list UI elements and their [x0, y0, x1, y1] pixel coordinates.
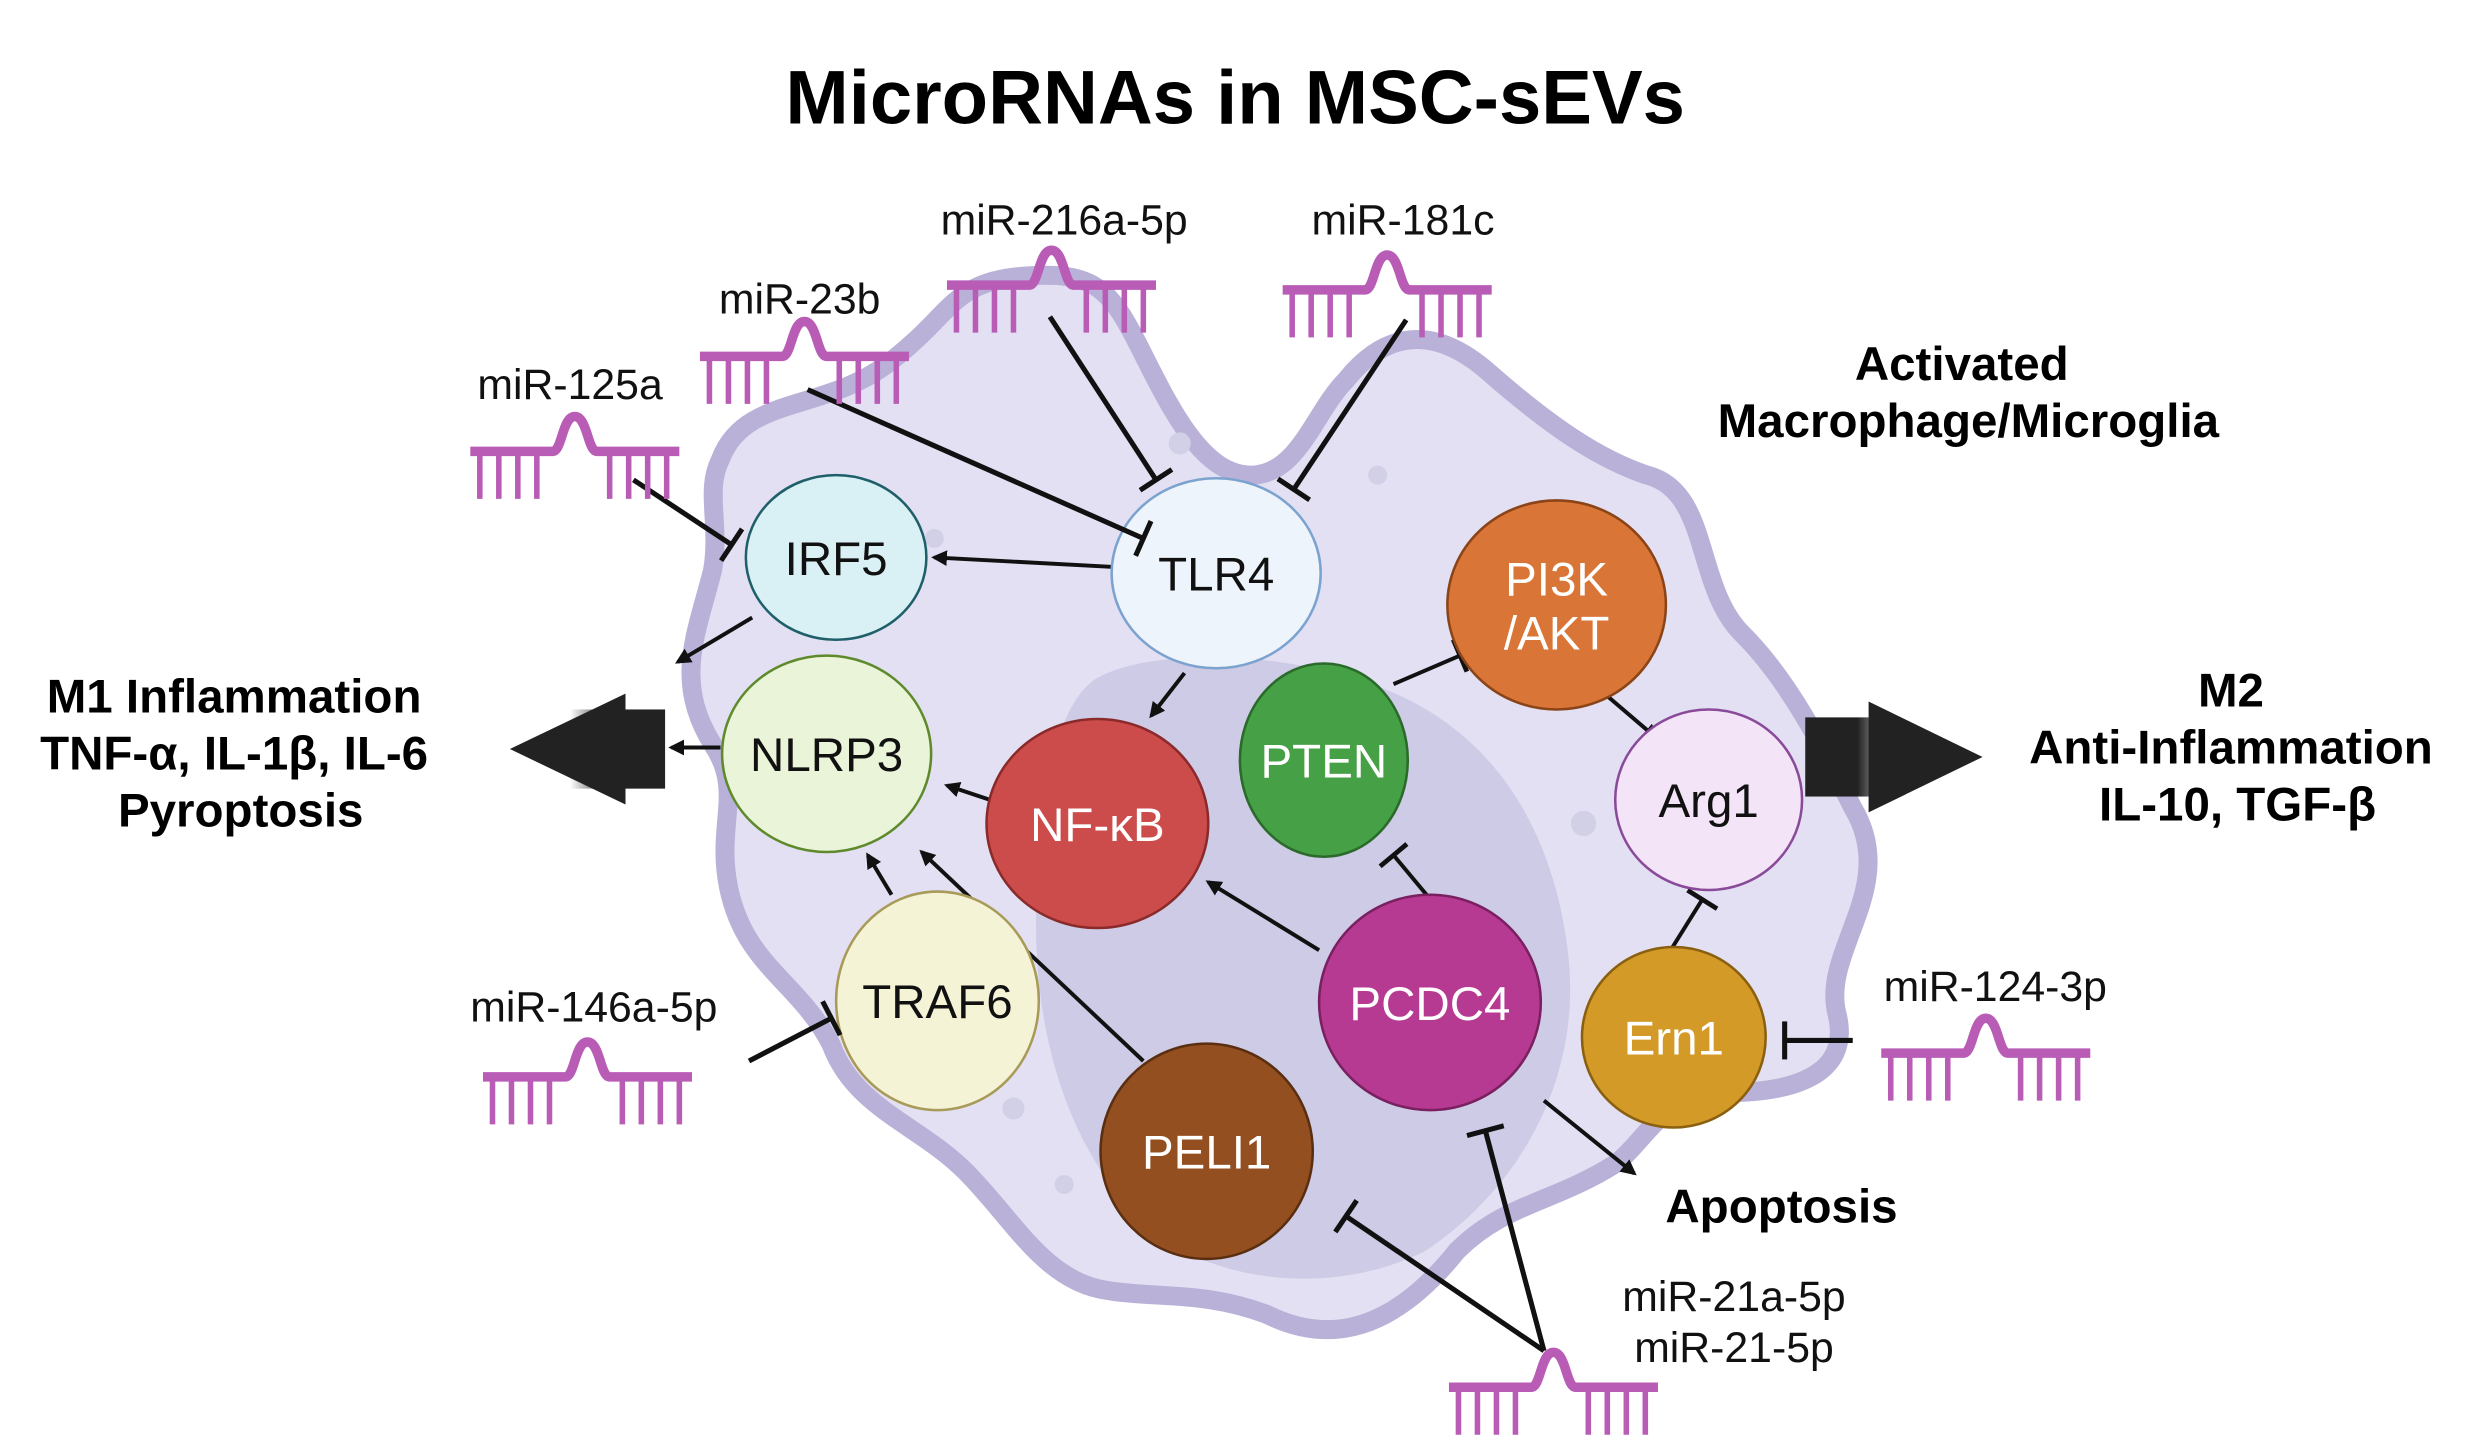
- m1-line-1: M1 Inflammation: [47, 671, 422, 724]
- node-shape: [720, 654, 933, 854]
- node-traf6: TRAF6: [834, 890, 1041, 1112]
- mirna-label: miR-23b: [719, 276, 881, 324]
- edge-peli1-to-nlrp3: [919, 849, 1145, 1063]
- mirna-label: miR-146a-5p: [470, 983, 717, 1031]
- mirna-mir-216a-5p: miR-216a-5p: [941, 196, 1188, 493]
- inhibition-line: [806, 387, 1145, 541]
- edge-pcdc4-to-apoptosis: [1542, 1099, 1637, 1176]
- edge-tlr4-to-nfkb: [1149, 671, 1187, 719]
- mirna-hairpin-icon: [470, 417, 679, 499]
- node-label: IRF5: [785, 533, 888, 586]
- node-shape: [834, 890, 1041, 1112]
- cell-label-line-2: Macrophage/Microglia: [1718, 395, 2220, 448]
- inhibition-line: [1047, 315, 1159, 482]
- node-label: NLRP3: [750, 729, 903, 782]
- mirna-label: miR-181c: [1312, 196, 1495, 244]
- edge-ern1-to-arg1: [1668, 898, 1704, 952]
- pathway-edges: [668, 550, 1719, 1176]
- mirna-hairpin-icon: [1449, 1352, 1658, 1434]
- mirna-label: miR-216a-5p: [941, 196, 1188, 244]
- node-shape: [1317, 893, 1543, 1112]
- node-shape: [1446, 499, 1668, 711]
- inhibition-line: [1344, 1214, 1546, 1353]
- m1-line-3: Pyroptosis: [118, 785, 363, 838]
- inhibit-bar: [719, 527, 745, 563]
- inhibit-bar: [1466, 1123, 1505, 1139]
- m1-output-arrow: [509, 693, 666, 805]
- inhibition-line: [747, 1015, 833, 1064]
- inhibit-bar: [820, 1000, 843, 1037]
- mirna-label: miR-21a-5p: [1622, 1273, 1845, 1321]
- node-label: TRAF6: [862, 976, 1012, 1029]
- mirna-hairpin-icon: [1283, 255, 1492, 337]
- node-label: PCDC4: [1349, 978, 1510, 1031]
- cell-label-line-1: Activated: [1855, 338, 2069, 391]
- node-tlr4: TLR4: [1110, 476, 1322, 670]
- node-label: PI3K: [1505, 553, 1608, 606]
- edge-irf5-to-nlrp3: [675, 615, 754, 664]
- node-pcdc4: PCDC4: [1317, 893, 1543, 1112]
- node-shape: [1613, 708, 1804, 892]
- node-arg1: Arg1: [1613, 708, 1804, 892]
- mirna-label: miR-124-3p: [1884, 963, 2107, 1011]
- mirna-mir-23b: miR-23b: [700, 276, 1154, 557]
- node-label: Ern1: [1624, 1013, 1724, 1066]
- inhibit-bar: [1276, 476, 1311, 502]
- m2-output-arrow: [1805, 701, 1983, 813]
- m1-output-label: M1 Inflammation TNF-α, IL-1β, IL-6 Pyrop…: [40, 671, 441, 838]
- node-pi3k: PI3K/AKT: [1446, 499, 1668, 711]
- inhibit-bar: [1138, 467, 1174, 493]
- node-shape: [744, 473, 928, 642]
- mirna-hairpin-icon: [483, 1042, 692, 1124]
- node-peli1: PELI1: [1099, 1042, 1315, 1261]
- diagram-title: MicroRNAs in MSC-sEVs: [785, 56, 1684, 141]
- inhibition-line: [1482, 1130, 1547, 1352]
- m2-line-2: Anti-Inflammation: [2029, 721, 2433, 774]
- edge-pcdc4-to-nfkb: [1205, 880, 1321, 952]
- node-nfkb: NF-κB: [985, 717, 1210, 930]
- m1-line-2: TNF-α, IL-1β, IL-6: [40, 728, 428, 781]
- mirna-group: miR-125a miR-23b miR-216a-5p miR-181c miR-14…: [470, 196, 2107, 1434]
- node-label: NF-κB: [1030, 799, 1165, 852]
- m2-line-1: M2: [2198, 664, 2264, 717]
- node-label: Arg1: [1658, 775, 1758, 828]
- node-ern1: Ern1: [1580, 945, 1767, 1129]
- node-nlrp3: NLRP3: [720, 654, 933, 854]
- node-shape: [985, 717, 1210, 930]
- inhibit-bar: [1333, 1199, 1359, 1234]
- edge-traf6-to-nlrp3: [866, 852, 894, 896]
- node-label: PELI1: [1142, 1127, 1271, 1180]
- node-label: PTEN: [1261, 736, 1388, 789]
- mirna-label: miR-125a: [477, 361, 663, 409]
- node-shape: [1580, 945, 1767, 1129]
- inhibition-line: [1291, 318, 1409, 491]
- edge-pten-to-pi3k: [1392, 653, 1461, 686]
- node-shape: [1099, 1042, 1315, 1261]
- mirna-mir-124-3p: miR-124-3p: [1782, 963, 2107, 1101]
- node-label: TLR4: [1158, 549, 1274, 602]
- mirna-mir-125a: miR-125a: [470, 361, 745, 563]
- mirna-label: miR-21-5p: [1634, 1324, 1834, 1372]
- cell-type-label: Activated Macrophage/Microglia: [1718, 338, 2220, 448]
- mirna-hairpin-icon: [1881, 1018, 2090, 1100]
- edge-tlr4-to-irf5: [931, 550, 1114, 569]
- node-shape: [1110, 476, 1322, 670]
- mirna-mir-146a-5p: miR-146a-5p: [470, 983, 843, 1124]
- node-label: /AKT: [1504, 607, 1610, 660]
- m2-line-3: IL-10, TGF-β: [2099, 778, 2376, 831]
- node-shape: [1238, 662, 1410, 858]
- node-irf5: IRF5: [744, 473, 928, 642]
- mirna-mir-181c: miR-181c: [1276, 196, 1495, 502]
- edge-nfkb-to-nlrp3: [943, 781, 991, 802]
- node-pten: PTEN: [1238, 662, 1410, 858]
- inhibit-bar: [1378, 842, 1409, 869]
- inhibit-bar: [1133, 520, 1154, 557]
- m2-output-label: M2 Anti-Inflammation IL-10, TGF-β: [2029, 664, 2446, 831]
- apoptosis-label: Apoptosis: [1665, 1181, 1897, 1234]
- inhibit-bar: [1686, 888, 1719, 911]
